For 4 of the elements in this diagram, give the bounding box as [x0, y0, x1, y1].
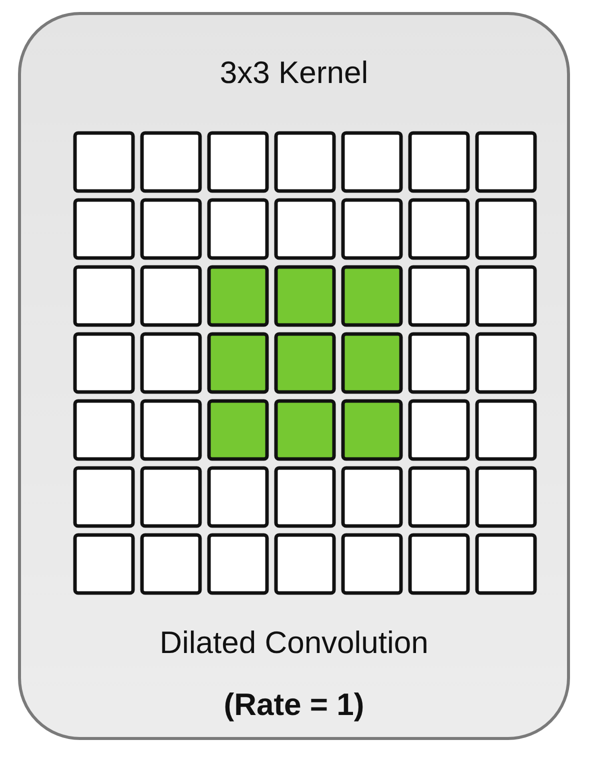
grid-title: 3x3 Kernel [218, 55, 370, 91]
rounded-panel [18, 12, 570, 740]
rate-text: (Rate = 1) [222, 687, 366, 723]
caption-text: Dilated Convolution [158, 625, 430, 661]
